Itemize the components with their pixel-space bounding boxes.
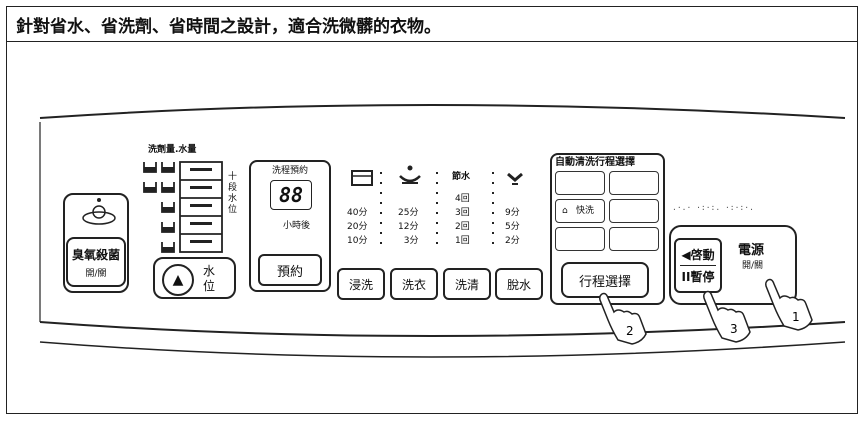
detergent-level-indicator <box>143 161 223 253</box>
soak-button-label: 浸洗 <box>348 277 373 292</box>
rinse-value-3: 2回 <box>455 222 470 232</box>
rinse-value-4: 1回 <box>455 236 470 246</box>
side-label-2: 段 <box>228 183 238 193</box>
reservation-subtitle: 小時後 <box>283 221 311 231</box>
quick-label: 快洗 <box>576 206 595 216</box>
soak-value-3: 10分 <box>347 236 368 246</box>
ozone-label: 臭氧殺菌 <box>71 247 120 262</box>
callout-3: 3 <box>730 322 738 336</box>
figure-frame <box>6 6 858 414</box>
reservation-display: 88 <box>270 180 312 210</box>
water-level-label-2: 位 <box>203 279 216 293</box>
rinse-button-label: 洗清 <box>454 277 479 292</box>
start-label: ◀啓動 <box>681 248 715 262</box>
program-cell-2 <box>609 171 659 195</box>
wash-value-1: 25分 <box>398 208 419 218</box>
water-level-button[interactable]: ▲ <box>162 264 194 296</box>
program-cell-4 <box>609 199 659 223</box>
hand-pointer-3: 3 <box>703 290 751 343</box>
spin-icon <box>507 172 523 185</box>
svg-text:.·.· ·:·:. ·:·:·.: .·.· ·:·:. ·:·:·. <box>672 203 754 212</box>
ozone-group-frame <box>63 193 129 293</box>
side-label-4: 位 <box>228 205 238 215</box>
ozone-sublabel: 開/關 <box>85 268 107 279</box>
detergent-title: 洗劑量.水量 <box>148 145 197 155</box>
wash-button-label: 洗衣 <box>401 277 426 292</box>
pause-label: II暫停 <box>681 270 715 284</box>
program-cell-5 <box>555 227 605 251</box>
side-label-3: 水 <box>228 194 238 204</box>
callout-2: 2 <box>626 324 634 338</box>
wash-value-3: 3分 <box>403 236 419 246</box>
side-label-1: 十 <box>228 172 238 182</box>
rinse-values: 4回 3回 2回 1回 <box>455 192 470 248</box>
soak-value-2: 20分 <box>347 222 368 232</box>
program-cell-quick: ⌂ 快洗 <box>555 199 605 223</box>
spin-button-label: 脫水 <box>506 277 531 292</box>
hand-pointer-2: 2 <box>599 292 647 345</box>
reservation-button[interactable]: 預約 <box>258 254 322 286</box>
power-sublabel: 開/關 <box>742 261 764 271</box>
reservation-title: 洗程預約 <box>272 166 309 176</box>
program-select-label: 行程選擇 <box>578 274 631 290</box>
auto-program-title: 自動清洗行程選擇 <box>555 157 635 168</box>
spin-values: 9分 5分 2分 <box>505 206 520 248</box>
soak-values: 40分 20分 10分 <box>347 206 367 248</box>
soak-button[interactable]: 浸洗 <box>337 268 385 300</box>
wash-button[interactable]: 洗衣 <box>390 268 438 300</box>
start-pause-divider <box>680 265 716 266</box>
power-label: 電源 <box>738 243 765 258</box>
quick-icon: ⌂ <box>562 206 568 216</box>
wash-value-2: 12分 <box>398 222 419 232</box>
soak-icon <box>351 170 373 186</box>
spin-value-3: 2分 <box>505 236 520 246</box>
header-bar: 針對省水、省洗劑、省時間之設計，適合洗微髒的衣物。 <box>6 6 858 42</box>
program-cell-1 <box>555 171 605 195</box>
ozone-icon <box>82 198 116 225</box>
reservation-button-label: 預約 <box>276 264 303 280</box>
wash-icon <box>399 165 421 184</box>
spin-value-1: 9分 <box>505 208 520 218</box>
rinse-value-2: 3回 <box>455 208 470 218</box>
detergent-side-labels: 十 段 水 位 <box>228 172 237 216</box>
up-arrow-icon: ▲ <box>172 272 184 288</box>
start-pause-button[interactable]: ◀啓動 II暫停 <box>674 238 722 293</box>
water-level-label-1: 水 <box>203 264 216 278</box>
spin-button[interactable]: 脫水 <box>495 268 543 300</box>
header-text: 針對省水、省洗劑、省時間之設計，適合洗微髒的衣物。 <box>16 17 441 37</box>
rinse-button[interactable]: 洗清 <box>443 268 491 300</box>
program-cell-6 <box>609 227 659 251</box>
soak-value-1: 40分 <box>347 208 368 218</box>
ozone-button[interactable]: 臭氧殺菌 開/關 <box>66 237 126 287</box>
hand-pointer-1: 1 <box>765 278 813 331</box>
spin-value-2: 5分 <box>505 222 520 232</box>
wash-values: 25分 12分 3分 <box>398 206 418 248</box>
rinse-value-1: 4回 <box>455 194 470 204</box>
callout-1: 1 <box>792 310 800 324</box>
rinse-header: 節水 <box>452 172 471 182</box>
